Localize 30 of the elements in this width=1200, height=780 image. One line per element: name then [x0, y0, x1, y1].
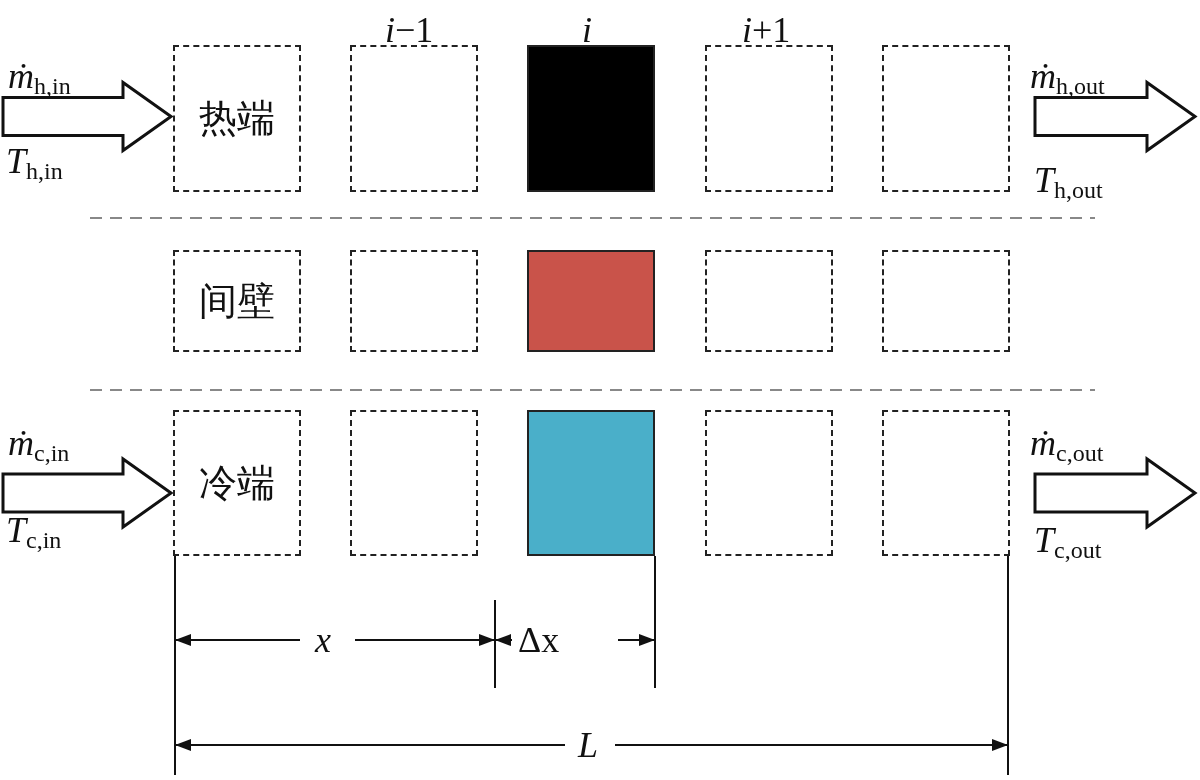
flow-arrow [1033, 79, 1198, 154]
dimension-label: L [578, 727, 599, 763]
row-label: 冷端 [199, 459, 275, 507]
flow-rate-label: ṁ$_{h,in}$ [8, 58, 71, 94]
dashed-cell [705, 45, 833, 192]
dashed-cell [350, 410, 478, 556]
flow-rate-label: ṁ$_{h,out}$ [1030, 58, 1105, 94]
dashed-cell [882, 410, 1010, 556]
dimension-label: x [315, 622, 331, 658]
filled-cell [527, 410, 655, 556]
row-label: 热端 [199, 95, 275, 142]
flow-arrow [1033, 456, 1198, 530]
dashed-cell [705, 250, 833, 352]
dashed-cell [882, 250, 1010, 352]
flow-arrow [1, 456, 174, 530]
column-index: i+1 [742, 12, 791, 48]
filled-cell [527, 45, 655, 192]
column-index: i [582, 12, 592, 48]
dimension-label: Δx [518, 622, 560, 658]
row-label: 间壁 [199, 277, 275, 325]
dashed-cell [350, 250, 478, 352]
column-index: i−1 [385, 12, 434, 48]
dashed-cell [705, 410, 833, 556]
dashed-cell [882, 45, 1010, 192]
dashed-cell [350, 45, 478, 192]
dashed-cell [173, 45, 301, 192]
filled-cell [527, 250, 655, 352]
dashed-cell [173, 250, 301, 352]
flow-arrow [1, 79, 174, 154]
dashed-cell [173, 410, 301, 556]
